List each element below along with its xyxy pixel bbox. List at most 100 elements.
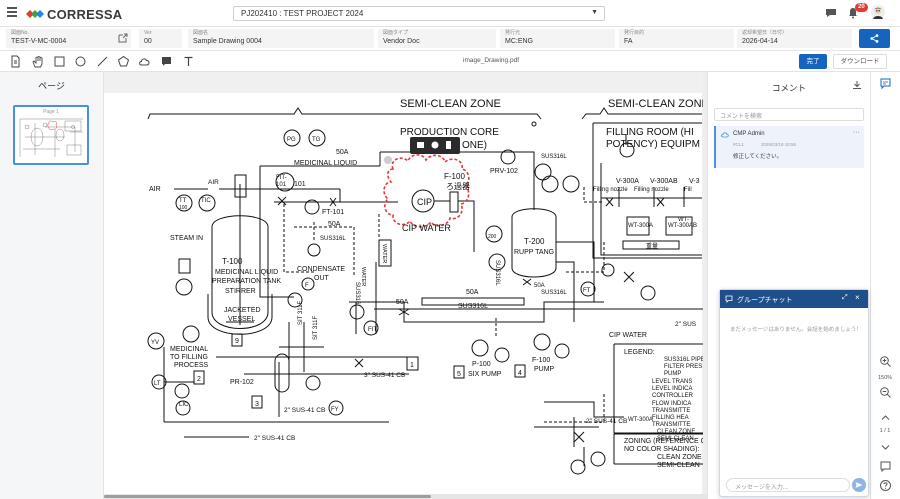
lbl-n1: 1 xyxy=(410,362,414,369)
lbl-v300a: V-300A xyxy=(616,178,639,185)
document-icon[interactable] xyxy=(9,55,22,68)
line-icon[interactable] xyxy=(96,55,109,68)
share-button[interactable] xyxy=(859,29,890,48)
lbl-tt: TT xyxy=(179,198,187,204)
help-icon[interactable] xyxy=(879,479,892,492)
cloud-icon xyxy=(721,132,729,138)
rectangle-icon[interactable] xyxy=(53,55,66,68)
t100-label-6: VESSEL xyxy=(228,316,255,323)
comments-toggle-icon[interactable] xyxy=(879,77,892,90)
cloud-icon[interactable] xyxy=(138,55,151,68)
zoom-in-icon[interactable] xyxy=(879,355,892,368)
chat-icon[interactable] xyxy=(879,460,892,473)
lbl-cip-water2: CIP WATER xyxy=(609,332,647,339)
lbl-sus41cb-3: 2" SUS-41 CB xyxy=(254,435,295,442)
lbl-n200: 200 xyxy=(488,234,497,240)
logo-icon xyxy=(26,10,44,18)
drawing-canvas[interactable]: SEMI-CLEAN ZONE SEMI-CLEAN ZONE PRODUCTI… xyxy=(104,72,707,499)
lbl-50a-2: 50A xyxy=(328,221,341,228)
chat-bubble-icon[interactable] xyxy=(825,7,837,19)
expand-icon[interactable]: ⤢ xyxy=(842,294,848,301)
legend-item: PUMP xyxy=(664,371,681,377)
lbl-six-pump: SIX PUMP xyxy=(468,371,502,378)
comment-timestamp: 2026/03/19 10:56 xyxy=(761,142,797,147)
lbl-sus316l-d: SUS316L xyxy=(541,290,567,296)
send-button[interactable] xyxy=(852,478,866,492)
lbl-to-filling: TO FILLING xyxy=(170,354,208,361)
legend-item: FILLING HEA xyxy=(652,415,689,421)
project-selector[interactable]: PJ202410 : TEST PROJECT 2024 ▼ xyxy=(233,6,605,21)
zoom-out-icon[interactable] xyxy=(879,386,892,399)
lbl-lt: LT xyxy=(154,381,161,387)
lbl-tg: TG xyxy=(312,137,321,143)
legend-item: FILTER PRES xyxy=(664,364,702,370)
zone-label-2: SEMI-CLEAN ZONE xyxy=(608,98,707,110)
page-thumbnail[interactable]: Page 1 xyxy=(13,105,89,165)
more-options-icon[interactable]: ··· xyxy=(853,129,860,136)
lbl-cip: CIP xyxy=(417,197,432,207)
t100-label-3: PREPARATION TANK xyxy=(212,278,281,285)
t200-label-1: T-200 xyxy=(524,237,545,246)
legend-item: TRANSMITTE xyxy=(652,422,690,428)
circle-icon[interactable] xyxy=(74,55,87,68)
text-icon[interactable] xyxy=(182,55,195,68)
t100-label-4: STIRRER xyxy=(225,288,256,295)
comment-card[interactable]: CMP Admin #CL1 2026/03/19 10:56 修正してください… xyxy=(714,126,864,168)
share-icon xyxy=(870,34,879,43)
open-external-icon[interactable] xyxy=(118,33,128,43)
pages-title: ページ xyxy=(38,81,65,91)
app-logo[interactable]: CORRESSA xyxy=(24,6,122,22)
comment-icon[interactable] xyxy=(160,55,173,68)
done-button[interactable]: 完了 xyxy=(799,54,827,69)
horizontal-scrollbar[interactable] xyxy=(104,494,707,499)
chevron-up-icon[interactable] xyxy=(879,411,892,424)
pages-panel: ページ Page 1 xyxy=(0,72,104,499)
lbl-filling-nozzle: Filling nozzle xyxy=(593,187,628,193)
zoning-line-1: ZONING (REFERENCE C xyxy=(624,438,706,445)
menu-icon[interactable] xyxy=(7,7,17,17)
lbl-filter-jp: ろ過器 xyxy=(446,181,470,191)
download-icon[interactable] xyxy=(852,80,862,90)
t100-label-2: MEDICINAL LIQUID xyxy=(215,269,278,276)
group-chat-header: グループチャット ⤢ × xyxy=(720,290,868,308)
field-drawing-no: 図面No. TEST-V-MC-0004 xyxy=(6,29,131,48)
logo-text: CORRESSA xyxy=(47,6,123,22)
drawing-info-bar: 図面No. TEST-V-MC-0004 Ver. 00 図面名 Sample … xyxy=(0,27,900,51)
t200-label-2: RUPP TANG xyxy=(514,249,554,256)
zoom-level: 150% xyxy=(877,375,893,381)
filling-room-line2: POTENCY) EQUIPM xyxy=(606,139,700,150)
chevron-down-icon[interactable] xyxy=(879,441,892,454)
lbl-medicinal-to: MEDICINAL xyxy=(170,346,208,353)
comments-title: コメント xyxy=(771,83,806,93)
close-icon[interactable]: × xyxy=(855,293,860,302)
hand-icon[interactable] xyxy=(31,55,44,68)
page-thumbnail-label: Page 1 xyxy=(43,109,59,115)
lbl-wt300ab: WT-300AB xyxy=(668,223,697,229)
pid-drawing: SEMI-CLEAN ZONE SEMI-CLEAN ZONE PRODUCTI… xyxy=(104,93,707,494)
lbl-water2: WATER xyxy=(360,267,366,286)
lbl-pr102: PR-102 xyxy=(230,379,254,386)
lbl-yv: YV xyxy=(151,340,159,346)
chat-message-input[interactable]: メッセージを入力... xyxy=(726,478,850,492)
zone-label-1: SEMI-CLEAN ZONE xyxy=(400,98,501,110)
lbl-f100: F-100 xyxy=(444,172,465,181)
polygon-icon[interactable] xyxy=(117,55,130,68)
lbl-sus-right: 2" SUS xyxy=(675,321,697,328)
project-selector-value: PJ202410 : TEST PROJECT 2024 xyxy=(241,9,364,18)
lbl-condensate: CONDENSATE xyxy=(297,266,345,273)
comment-author: CMP Admin xyxy=(733,131,765,137)
lbl-sus41cb-2: 2" SUS-41 CB xyxy=(284,407,325,414)
legend-item: LEVEL INDICA xyxy=(652,386,692,392)
lbl-n3: 3 xyxy=(255,401,259,408)
lbl-ft: FT xyxy=(583,288,591,294)
download-button[interactable]: ダウンロード xyxy=(833,54,887,69)
avatar[interactable] xyxy=(871,5,885,20)
zoning-line-2: NO COLOR SHADING): xyxy=(624,446,700,453)
vertical-scrollbar[interactable] xyxy=(703,72,707,494)
horizontal-scroll-thumb[interactable] xyxy=(104,495,431,498)
lbl-n4: 4 xyxy=(518,370,522,377)
lbl-50a-5: 50A xyxy=(534,283,545,289)
lbl-f: F xyxy=(305,283,309,289)
comment-search-input[interactable]: コメントを検索 xyxy=(714,108,864,121)
lbl-air2: AIR xyxy=(208,179,219,186)
